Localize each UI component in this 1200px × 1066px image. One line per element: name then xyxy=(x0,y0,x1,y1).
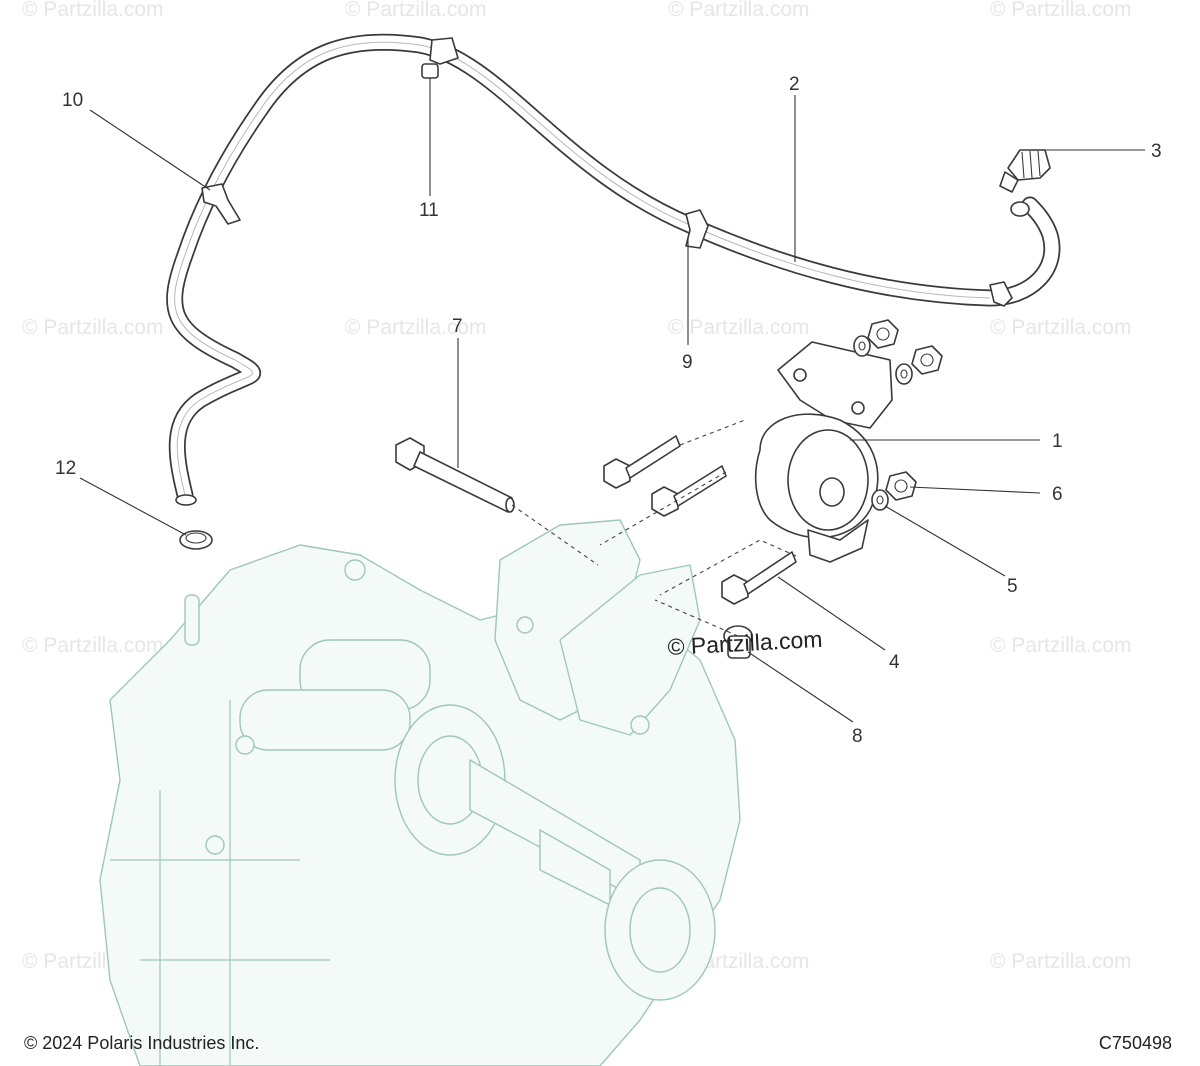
bolt[interactable] xyxy=(603,435,681,489)
callout-11: 11 xyxy=(419,200,439,221)
copyright-text: © 2024 Polaris Industries Inc. xyxy=(24,1033,260,1053)
watermark: © Partzilla.com xyxy=(990,0,1132,21)
callout-6: 6 xyxy=(1052,484,1063,505)
watermark: © Partzilla.com xyxy=(22,0,164,21)
bolt-4[interactable] xyxy=(721,551,797,605)
watermark: © Partzilla.com xyxy=(345,0,487,21)
washer[interactable] xyxy=(895,363,913,385)
leader-10 xyxy=(89,109,211,191)
leader-4 xyxy=(777,576,886,651)
callout-labels: 1 2 3 4 5 6 7 8 9 10 11 12 xyxy=(55,74,1162,747)
hose-clamp-12[interactable] xyxy=(179,530,213,550)
washer[interactable] xyxy=(853,335,871,357)
watermark: © Partzilla.com xyxy=(345,316,487,339)
callout-2: 2 xyxy=(789,74,800,95)
callout-9: 9 xyxy=(682,352,693,373)
assembly-lines xyxy=(511,419,797,637)
callout-5: 5 xyxy=(1007,576,1018,597)
leader-8 xyxy=(747,651,854,723)
watermark: © Partzilla.com xyxy=(22,316,164,339)
leader-5 xyxy=(884,505,1006,577)
leader-12 xyxy=(79,477,187,536)
nut[interactable] xyxy=(867,319,899,349)
mount-bracket[interactable] xyxy=(754,341,893,563)
watermark: © Partzilla.com xyxy=(990,634,1132,657)
transmission-housing-ghost xyxy=(99,519,741,1066)
callout-8: 8 xyxy=(852,726,863,747)
watermark: © Partzilla.com xyxy=(22,634,164,657)
diagram-code: C750498 xyxy=(1098,1033,1172,1053)
nut-6[interactable] xyxy=(885,471,917,501)
nut[interactable] xyxy=(911,345,943,375)
callout-12: 12 xyxy=(55,458,76,479)
watermark: © Partzilla.com xyxy=(668,316,810,339)
callout-3: 3 xyxy=(1151,141,1162,162)
bolt[interactable] xyxy=(651,465,727,517)
leader-6 xyxy=(909,486,1041,494)
vent-hose[interactable] xyxy=(166,33,1061,506)
leader-lines xyxy=(79,78,1145,723)
callout-4: 4 xyxy=(889,652,900,673)
vent-fitting[interactable] xyxy=(999,149,1051,193)
hose-clamp-11[interactable] xyxy=(421,37,459,79)
callout-7: 7 xyxy=(452,316,463,337)
callout-1: 1 xyxy=(1052,431,1063,452)
watermark: © Partzilla.com xyxy=(990,316,1132,339)
long-bolt[interactable] xyxy=(395,437,515,513)
washer-5[interactable] xyxy=(871,489,889,511)
watermark: © Partzilla.com xyxy=(990,950,1132,973)
watermark: © Partzilla.com xyxy=(668,0,810,21)
hose-clamp-end[interactable] xyxy=(989,281,1013,307)
hose-clamp-10[interactable] xyxy=(201,183,241,225)
hose-clamp-9[interactable] xyxy=(685,209,709,249)
callout-10: 10 xyxy=(62,90,83,111)
